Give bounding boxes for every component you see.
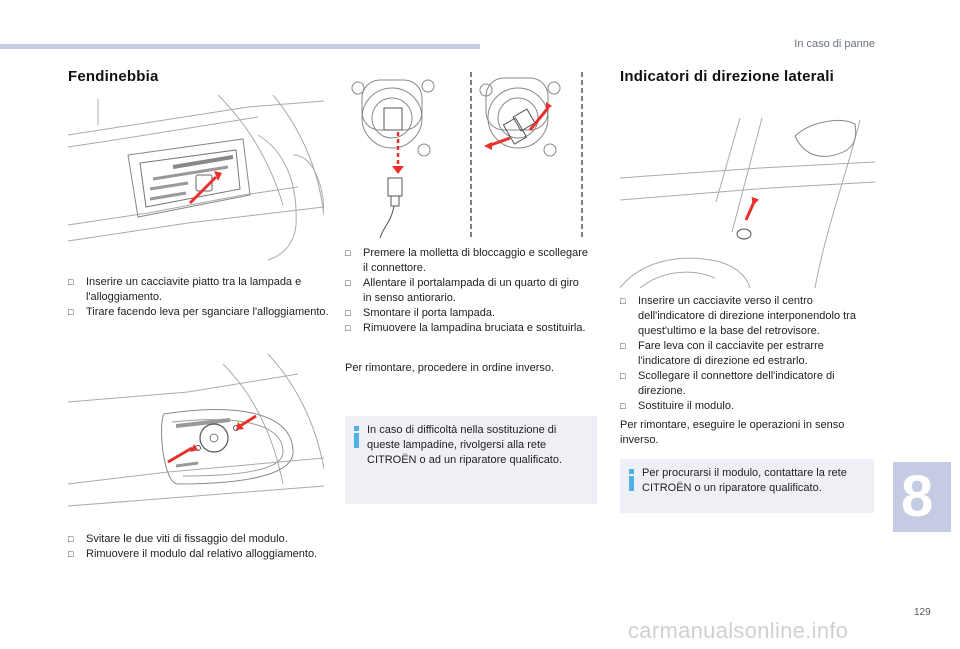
checkbox-bullet-icon: □ [620, 401, 626, 411]
checkbox-bullet-icon: □ [620, 296, 626, 306]
checkbox-bullet-icon: □ [620, 341, 626, 351]
info-icon [354, 426, 359, 448]
foglamp-screws-illustration [68, 354, 324, 507]
checkbox-bullet-icon: □ [345, 278, 351, 288]
checkbox-bullet-icon: □ [68, 549, 74, 559]
checkbox-bullet-icon: □ [68, 307, 74, 317]
header-accent-bar [0, 44, 480, 49]
checkbox-bullet-icon: □ [68, 534, 74, 544]
reassembly-note-right: Per rimontare, eseguire le operazioni in… [620, 419, 845, 446]
checkbox-bullet-icon: □ [68, 277, 74, 287]
list-item: □Allentare il portalampada di un quarto … [345, 277, 579, 304]
list-item: □Inserire un cacciavite piatto tra la la… [68, 276, 302, 303]
watermark: carmanualsonline.info [628, 618, 849, 643]
list-item: □Fare leva con il cacciavite per estrarr… [620, 340, 824, 367]
section-title: In caso di panne [794, 38, 875, 50]
list-item: □Premere la molletta di bloccaggio e sco… [345, 247, 589, 274]
checkbox-bullet-icon: □ [345, 308, 351, 318]
list-item: □Rimuovere la lampadina bruciata e sosti… [345, 322, 586, 334]
steps-list-middle: □Premere la molletta di bloccaggio e sco… [345, 246, 590, 336]
list-item: □Tirare facendo leva per sganciare l'all… [68, 306, 329, 318]
list-item: □Smontare il porta lampada. [345, 307, 496, 319]
page-number: 129 [914, 607, 931, 618]
steps-list-right: □Inserire un cacciavite verso il centro … [620, 294, 878, 414]
checkbox-bullet-icon: □ [345, 323, 351, 333]
list-item: □Sostituire il modulo. [620, 400, 734, 412]
info-text: In caso di difficoltà nella sostituzione… [367, 424, 563, 466]
chapter-number: 8 [901, 464, 934, 529]
info-box-right: Per procurarsi il modulo, contattare la … [620, 459, 874, 513]
list-item: □Rimuovere il modulo dal relativo allogg… [68, 548, 318, 560]
list-item: □Inserire un cacciavite verso il centro … [620, 295, 856, 337]
info-box-middle: In caso di difficoltà nella sostituzione… [345, 416, 597, 504]
side-indicator-title: Indicatori di direzione laterali [620, 68, 834, 85]
info-text: Per procurarsi il modulo, contattare la … [642, 467, 847, 494]
checkbox-bullet-icon: □ [620, 371, 626, 381]
bulb-holder-illustration [351, 72, 583, 239]
checkbox-bullet-icon: □ [345, 248, 351, 258]
steps-list-2: □Svitare le due viti di fissaggio del mo… [68, 532, 330, 562]
fendinebbia-title: Fendinebbia [68, 68, 159, 85]
chapter-tab: 8 [893, 462, 951, 532]
reassembly-note-middle: Per rimontare, procedere in ordine inver… [345, 362, 555, 374]
list-item: □Scollegare il connettore dell'indicator… [620, 370, 835, 397]
steps-list-1: □Inserire un cacciavite piatto tra la la… [68, 275, 330, 320]
list-item: □Svitare le due viti di fissaggio del mo… [68, 533, 288, 545]
info-icon [629, 469, 634, 491]
foglamp-bezel-illustration [68, 95, 324, 261]
side-indicator-illustration [620, 117, 875, 288]
